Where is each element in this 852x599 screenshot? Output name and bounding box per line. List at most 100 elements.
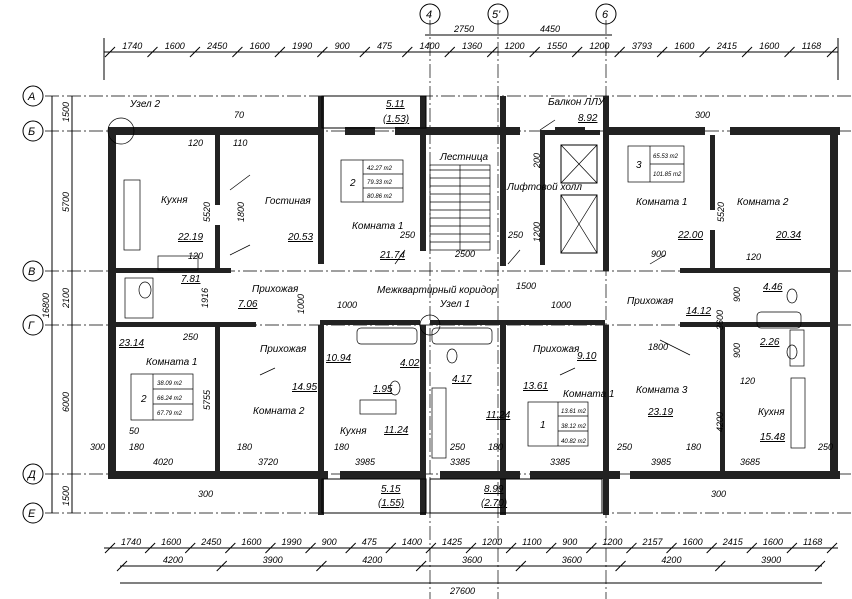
svg-text:1000: 1000 [551, 300, 571, 310]
svg-text:900: 900 [732, 343, 742, 358]
dim-top-tick [656, 46, 668, 58]
svg-text:180: 180 [334, 442, 349, 452]
svg-text:4020: 4020 [153, 457, 173, 467]
room-1-bl: Комната 1 [146, 357, 198, 368]
dim-bottom-axis-label: 4200 [163, 555, 183, 565]
apartment-box-2: 3 65.53 m2 101.85 m2 [627, 145, 685, 183]
dim-bottom-tick [265, 542, 276, 554]
dim-bottom-label: 2415 [722, 537, 744, 547]
apt-2-area-b: 101.85 m2 [653, 172, 682, 178]
dim-bottom-tick [425, 542, 437, 554]
dim-top-label: 475 [377, 41, 393, 51]
dim-top-tick [444, 46, 456, 58]
area-bath-tl: 7.81 [181, 274, 200, 285]
svg-text:250: 250 [616, 442, 632, 452]
axis-col-6: 6 [602, 9, 609, 21]
area-hall-tl: 7.06 [238, 299, 258, 310]
area-bath-m: 1.95 [373, 384, 393, 395]
dim-left-total: 16800 [41, 293, 51, 318]
dim-top-label: 1400 [420, 41, 440, 51]
area-wc2: 4.17 [452, 374, 472, 385]
area-bal-b1b: (1.55) [378, 498, 404, 509]
dim-top-tick [147, 46, 158, 58]
svg-text:3685: 3685 [740, 457, 761, 467]
dim-bottom-axis-label: 3600 [562, 555, 582, 565]
svg-text:300: 300 [198, 489, 213, 499]
doors [229, 119, 691, 376]
area-kitchen-tl: 22.19 [177, 232, 203, 243]
dim-top-tick [529, 46, 541, 58]
apt-2-number: 3 [636, 160, 642, 171]
area-room-1-bm: 13.61 [523, 381, 548, 392]
axis-row-v: В [28, 266, 35, 278]
room-hall-r: Прихожая [627, 296, 674, 307]
apt-3-area-a: 38.09 m2 [157, 381, 183, 387]
dim-top-tick [571, 46, 583, 58]
axis-row-g: Г [28, 320, 35, 332]
room-1-bm: Комната 1 [563, 389, 615, 400]
dim-bottom-tick [144, 542, 156, 554]
dim-bottom-tick [666, 542, 677, 554]
dim-left-2100: 2100 [61, 288, 71, 309]
dim-bottom-tick [505, 542, 517, 554]
axis-row-e: Е [28, 508, 36, 520]
room-kitchen-b1: Кухня [340, 426, 367, 437]
room-kitchen-tl: Кухня [161, 195, 188, 206]
room-kitchen-br: Кухня [758, 407, 785, 418]
dim-top-tick [699, 46, 710, 58]
room-1-top: Комната 1 [352, 221, 404, 232]
svg-text:180: 180 [237, 442, 252, 452]
stair [429, 164, 491, 251]
dim-bottom-label: 1740 [121, 537, 141, 547]
svg-text:4200: 4200 [715, 412, 725, 432]
dim-bottom-label: 1600 [763, 537, 783, 547]
svg-text:3385: 3385 [550, 457, 571, 467]
area-room-1-top: 21.74 [379, 250, 405, 261]
apt-1-number: 2 [349, 178, 356, 189]
dim-top-tick [614, 46, 626, 58]
dim-bottom-axis-label: 3900 [263, 555, 283, 565]
dim-bottom-label: 1400 [402, 537, 422, 547]
dim-bottom-tick [224, 542, 236, 554]
dim-bottom-tick [184, 542, 196, 554]
dim-bottom-label: 1168 [803, 537, 822, 547]
svg-text:1200: 1200 [532, 222, 542, 242]
dim-bottom-label: 900 [562, 537, 577, 547]
svg-text:1800: 1800 [236, 202, 246, 222]
area-hall-m1: 10.94 [326, 353, 351, 364]
dim-top-label: 1360 [462, 41, 482, 51]
dim-bottom-tick [345, 542, 357, 554]
area-bal-b2b: (2.70) [481, 498, 507, 509]
svg-text:300: 300 [90, 442, 105, 452]
room-corridor: Межквартирный коридор [377, 285, 498, 296]
svg-text:250: 250 [182, 332, 198, 342]
apt-1-area-c: 80.86 m2 [367, 194, 393, 200]
dim-top-label: 900 [335, 41, 350, 51]
room-lift: Лифтовой холл [506, 181, 582, 193]
dim-bottom-label: 1600 [683, 537, 703, 547]
apartment-box-1: 2 42.27 m2 79.33 m2 80.86 m2 [340, 159, 404, 203]
axis-row-b: Б [28, 126, 35, 138]
dim-bottom-tick [104, 542, 116, 554]
dim-top-tick [189, 46, 201, 58]
dim-bottom-label: 1990 [282, 537, 302, 547]
svg-text:250: 250 [449, 442, 465, 452]
svg-text:5755: 5755 [202, 389, 212, 410]
fixtures [123, 179, 806, 459]
svg-text:1000: 1000 [296, 294, 306, 314]
dim-bottom-axis-tick [116, 560, 128, 572]
axis-row-a: А [27, 91, 35, 103]
dim-bottom-label: 475 [362, 537, 378, 547]
svg-text:3385: 3385 [450, 457, 471, 467]
dim-top-tick [401, 46, 413, 58]
area-living: 20.53 [287, 232, 313, 243]
area-kitchen-br: 15.48 [760, 432, 785, 443]
svg-text:180: 180 [129, 442, 144, 452]
dim-bottom-tick [746, 542, 758, 554]
svg-text:180: 180 [488, 442, 503, 452]
svg-text:180: 180 [686, 442, 701, 452]
svg-text:2500: 2500 [454, 249, 475, 259]
room-hall-l: Прихожая [260, 344, 307, 355]
dim-top-label: 1600 [165, 41, 185, 51]
